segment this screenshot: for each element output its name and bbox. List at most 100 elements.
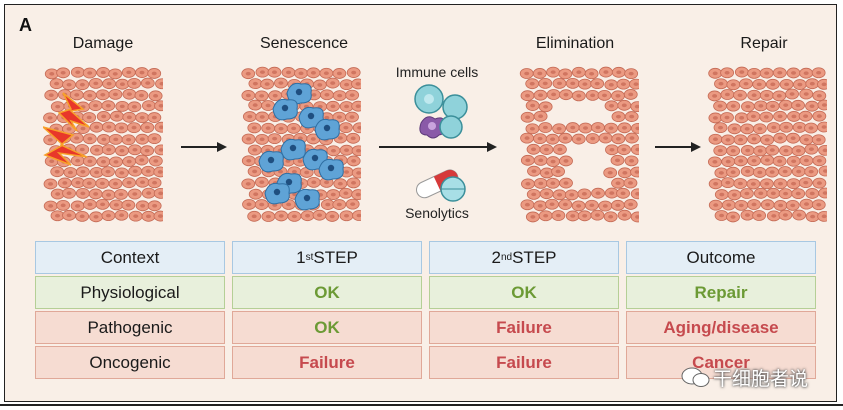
tissue-cell-nucleus — [629, 159, 635, 163]
tissue-cell-nucleus — [712, 137, 718, 142]
tissue-cell-nucleus — [278, 214, 284, 218]
stage-title-elimination: Elimination — [535, 35, 615, 52]
tissue-cell-nucleus — [350, 202, 356, 206]
tissue-cell-nucleus — [744, 191, 750, 196]
tissue-cell-nucleus — [764, 71, 770, 75]
tissue-cell-nucleus — [803, 180, 809, 185]
tissue-cell-nucleus — [529, 126, 535, 131]
tissue-cell-nucleus — [119, 104, 125, 109]
header-context: Context — [35, 241, 225, 274]
header-outcome: Outcome — [626, 241, 816, 274]
tissue-cell-nucleus — [344, 104, 350, 109]
tissue-cell-nucleus — [783, 125, 789, 130]
tissue-cell-nucleus — [628, 92, 634, 97]
tissue-cell-nucleus — [615, 158, 621, 163]
tissue-cell-nucleus — [351, 70, 357, 75]
tissue-cell-nucleus — [582, 82, 588, 86]
tissue-cell-nucleus — [87, 93, 93, 98]
tissue-cell-nucleus — [803, 92, 809, 96]
tissue-cell-nucleus — [750, 114, 756, 119]
senolytics-pill-icon — [415, 169, 466, 202]
tissue-cell-nucleus — [113, 181, 119, 186]
tissue-cell-nucleus — [80, 191, 86, 196]
tissue-cell-nucleus — [126, 137, 132, 142]
tissue-cell-nucleus — [816, 70, 822, 75]
immune-cells-icon — [414, 84, 468, 139]
tissue-cell-nucleus — [570, 125, 576, 130]
tissue-cell-nucleus — [66, 191, 72, 196]
tissue-cell-nucleus — [725, 138, 731, 142]
tissue-cell-nucleus — [620, 191, 626, 196]
tissue-cell-nucleus — [337, 136, 343, 140]
tissue-cell-nucleus — [803, 114, 809, 118]
tissue-cell-nucleus — [634, 170, 639, 174]
tissue-cell-nucleus — [795, 191, 801, 196]
tissue-cell-nucleus — [602, 204, 608, 208]
tissue-cell-nucleus — [158, 148, 163, 152]
tissue-cell-nucleus — [629, 114, 635, 119]
tissue-cell-nucleus — [537, 71, 543, 76]
tissue-cell-nucleus — [100, 92, 106, 97]
tissue-cell-nucleus — [112, 92, 118, 97]
tissue-cell-nucleus — [751, 158, 757, 163]
tissue-cell-nucleus — [336, 202, 342, 207]
tissue-cell-nucleus — [769, 148, 775, 152]
tissue-cell-nucleus — [330, 81, 336, 85]
tissue-cell-nucleus — [133, 214, 139, 218]
tissue-cell-nucleus — [635, 215, 639, 219]
tissue-cell-nucleus — [712, 116, 718, 120]
tissue-cell-nucleus — [80, 126, 86, 131]
tissue-cell-nucleus — [756, 213, 762, 218]
tissue-cell-nucleus — [589, 203, 595, 208]
tissue-cell-nucleus — [576, 137, 582, 141]
tissue-cell-nucleus — [264, 82, 270, 86]
tissue-cell-nucleus — [609, 147, 615, 152]
tissue-cell-nucleus — [349, 93, 355, 97]
tissue-cell-nucleus — [131, 81, 137, 86]
tissue-cell-nucleus — [94, 125, 100, 129]
tissue-cell-nucleus — [531, 147, 537, 152]
tissue-cell-nucleus — [602, 93, 608, 98]
tissue-cell-nucleus — [298, 71, 304, 76]
tissue-cell-nucleus — [635, 126, 639, 131]
tissue-cell-nucleus — [816, 181, 822, 185]
tissue-cell-nucleus — [739, 116, 745, 120]
tissue-cell-nucleus — [259, 70, 265, 74]
tissue-cell-nucleus — [783, 148, 789, 153]
tissue-cell-nucleus — [330, 104, 336, 109]
tissue-cell-nucleus — [725, 159, 731, 164]
tissue-cell-nucleus — [595, 125, 601, 130]
tissue-cell-nucleus — [157, 170, 163, 174]
tissue-cell-nucleus — [139, 158, 145, 162]
tissue-cell-nucleus — [530, 215, 536, 219]
tissue-cell-nucleus — [821, 82, 827, 87]
tissue-cell-nucleus — [251, 214, 257, 219]
figure-panel: A Damage Senescence Elimination Repair I… — [4, 4, 837, 402]
tissue-cell-nucleus — [582, 213, 588, 218]
tissue-cell-nucleus — [157, 214, 163, 218]
tissue-cell-nucleus — [744, 127, 750, 131]
tissue-cell — [630, 188, 639, 200]
tissue-cell-nucleus — [297, 136, 303, 141]
senolytics-label: Senolytics — [405, 205, 469, 221]
tissue-cell-nucleus — [717, 104, 723, 108]
tissue-cell-nucleus — [259, 202, 265, 207]
tissue-cell-nucleus — [75, 204, 81, 208]
tissue-cell-nucleus — [144, 125, 150, 130]
tissue-cell-nucleus — [47, 116, 53, 120]
tissue-cell-nucleus — [140, 180, 146, 185]
tissue-cell-nucleus — [113, 137, 119, 142]
tissue-damage-illustration — [43, 66, 163, 223]
tissue-cell-nucleus — [356, 213, 361, 218]
tissue-cell-nucleus — [737, 93, 743, 98]
tissue-cell-nucleus — [106, 81, 112, 86]
tissue-cell-nucleus — [351, 159, 357, 163]
cell-step2: Failure — [429, 346, 619, 379]
tissue-cell-nucleus — [153, 159, 159, 163]
tissue-cell-nucleus — [79, 214, 85, 219]
cell-outcome: Aging/disease — [626, 311, 816, 344]
tissue-cell-nucleus — [550, 181, 556, 186]
tissue-cell-nucleus — [118, 192, 124, 197]
tissue-cell-nucleus — [569, 193, 575, 197]
senescent-cell-nucleus — [295, 88, 303, 96]
